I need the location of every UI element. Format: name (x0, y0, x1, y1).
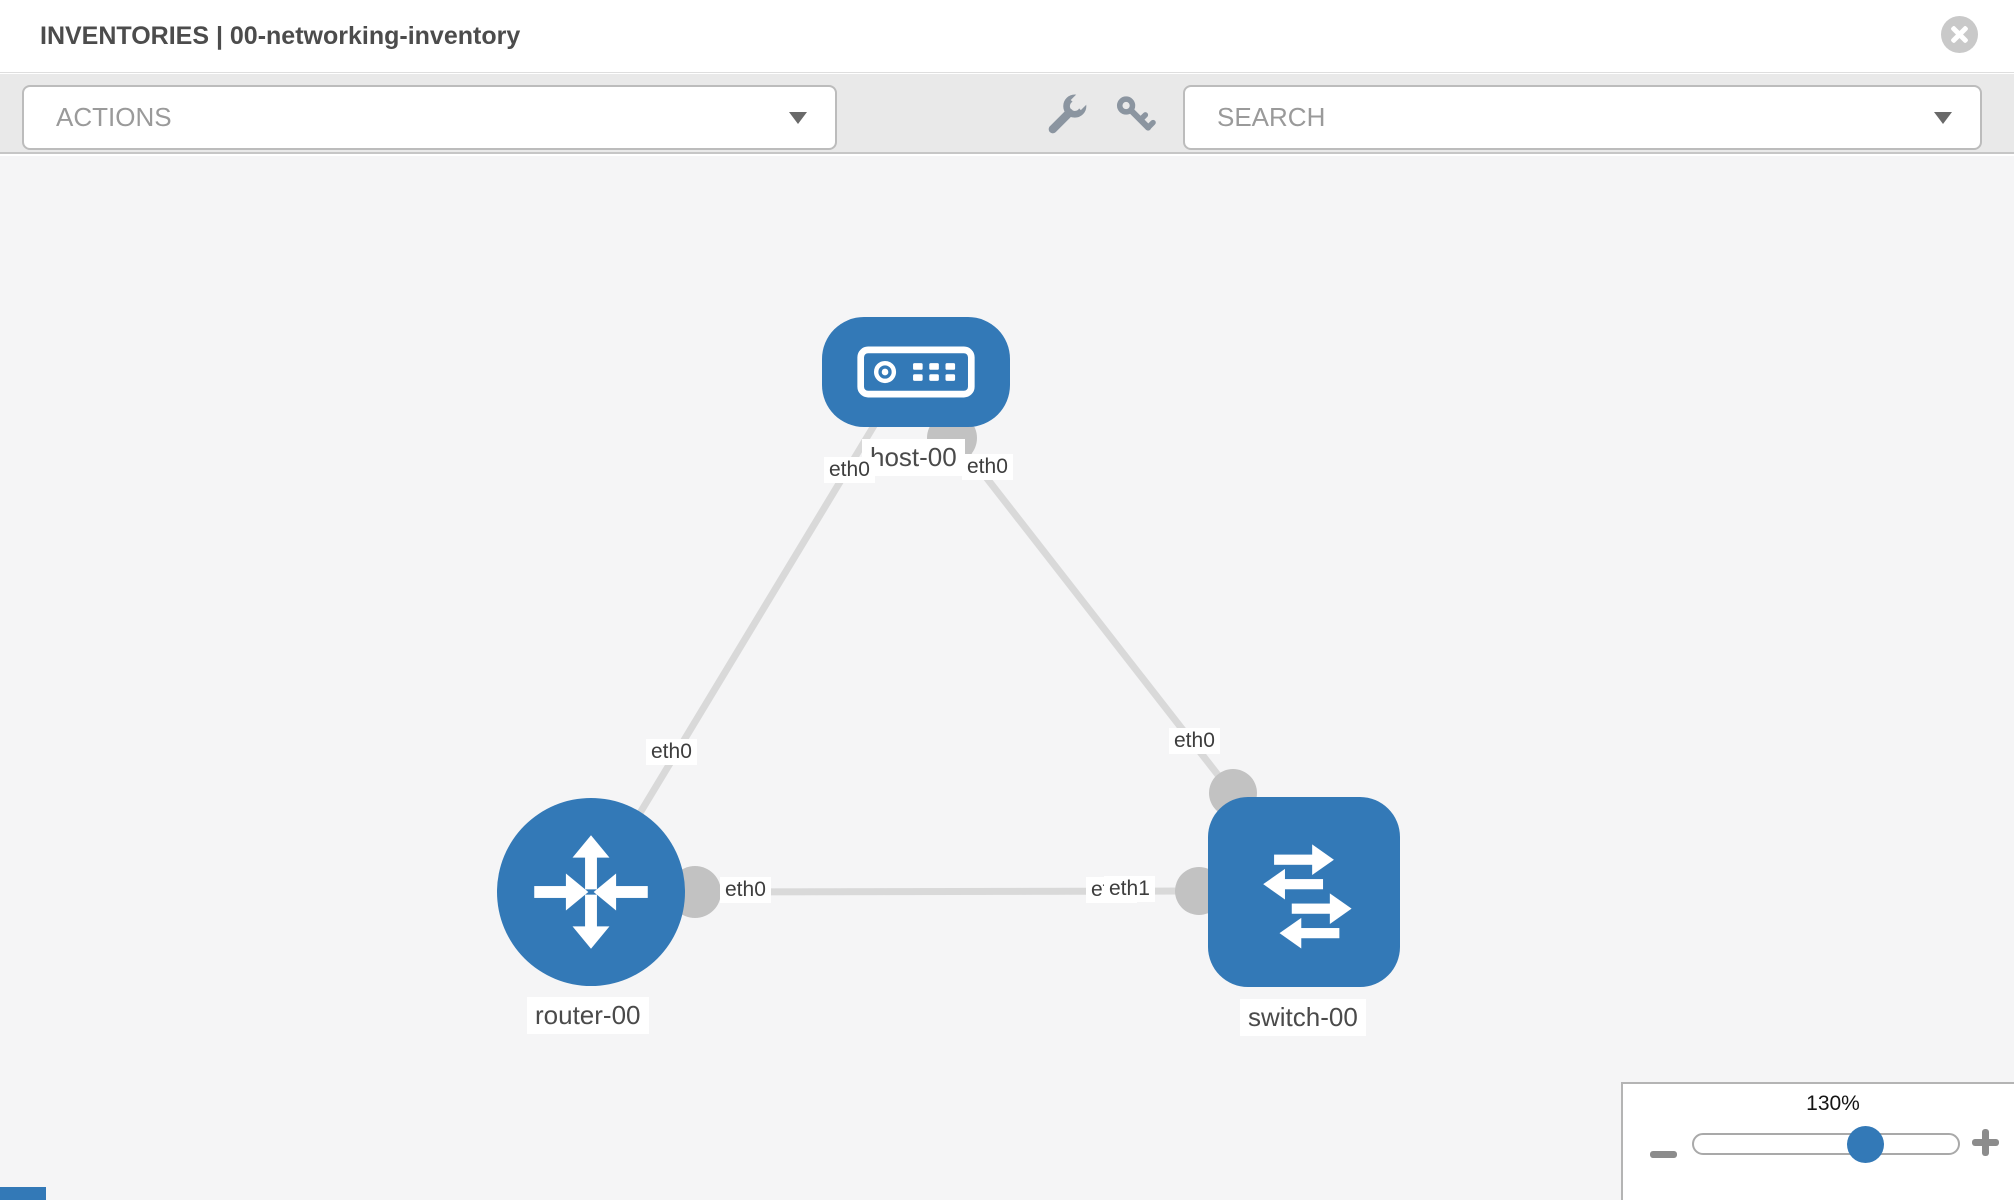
search-dropdown-label: SEARCH (1217, 102, 1326, 132)
router-icon (534, 835, 648, 949)
toolbar: ACTIONS SEARCH (0, 74, 2014, 154)
plus-icon (1982, 1129, 1989, 1156)
zoom-slider-thumb[interactable] (1847, 1126, 1884, 1163)
close-button[interactable] (1941, 16, 1978, 53)
zoom-out-button[interactable] (1650, 1141, 1677, 1168)
zoom-slider-track[interactable] (1692, 1133, 1960, 1155)
node-label-router-00: router-00 (527, 997, 649, 1034)
interface-label-eth1: eth1 (1104, 876, 1155, 902)
interface-label-eth0: eth0 (646, 739, 697, 765)
node-router-00[interactable] (497, 798, 685, 986)
interface-label-eth0: eth0 (962, 454, 1013, 480)
topology-links (637, 417, 1235, 896)
node-host-00[interactable] (822, 317, 1010, 427)
page-title: INVENTORIES | 00-networking-inventory (40, 22, 521, 50)
bottom-left-blue-strip (0, 1187, 46, 1200)
chevron-down-icon (789, 112, 807, 124)
search-dropdown[interactable]: SEARCH (1183, 85, 1982, 150)
chevron-down-icon (1934, 112, 1952, 124)
configure-button[interactable] (1044, 89, 1091, 138)
minus-icon (1650, 1151, 1677, 1158)
zoom-level-value: 130% (1806, 1092, 1860, 1115)
interface-label-eth0: eth0 (1169, 728, 1220, 754)
interface-label-eth0: eth0 (720, 877, 771, 903)
page-header: INVENTORIES | 00-networking-inventory (0, 0, 2014, 73)
zoom-in-button[interactable] (1972, 1129, 1999, 1156)
node-label-host-00: host-00 (862, 439, 965, 476)
node-label-switch-00: switch-00 (1240, 999, 1366, 1036)
wrench-icon (1048, 89, 1091, 134)
credentials-button[interactable] (1114, 94, 1158, 138)
interface-label-eth0: eth0 (824, 457, 875, 483)
zoom-panel: 130% (1621, 1082, 2014, 1200)
actions-dropdown-label: ACTIONS (56, 102, 172, 132)
topology-canvas[interactable]: host-00 router-00 switch-00 eth0 eth0 et… (0, 156, 2014, 1200)
actions-dropdown[interactable]: ACTIONS (22, 85, 837, 150)
node-switch-00[interactable] (1208, 797, 1400, 987)
host-icon (857, 346, 975, 398)
key-icon (1116, 96, 1156, 131)
switch-icon (1263, 844, 1352, 949)
